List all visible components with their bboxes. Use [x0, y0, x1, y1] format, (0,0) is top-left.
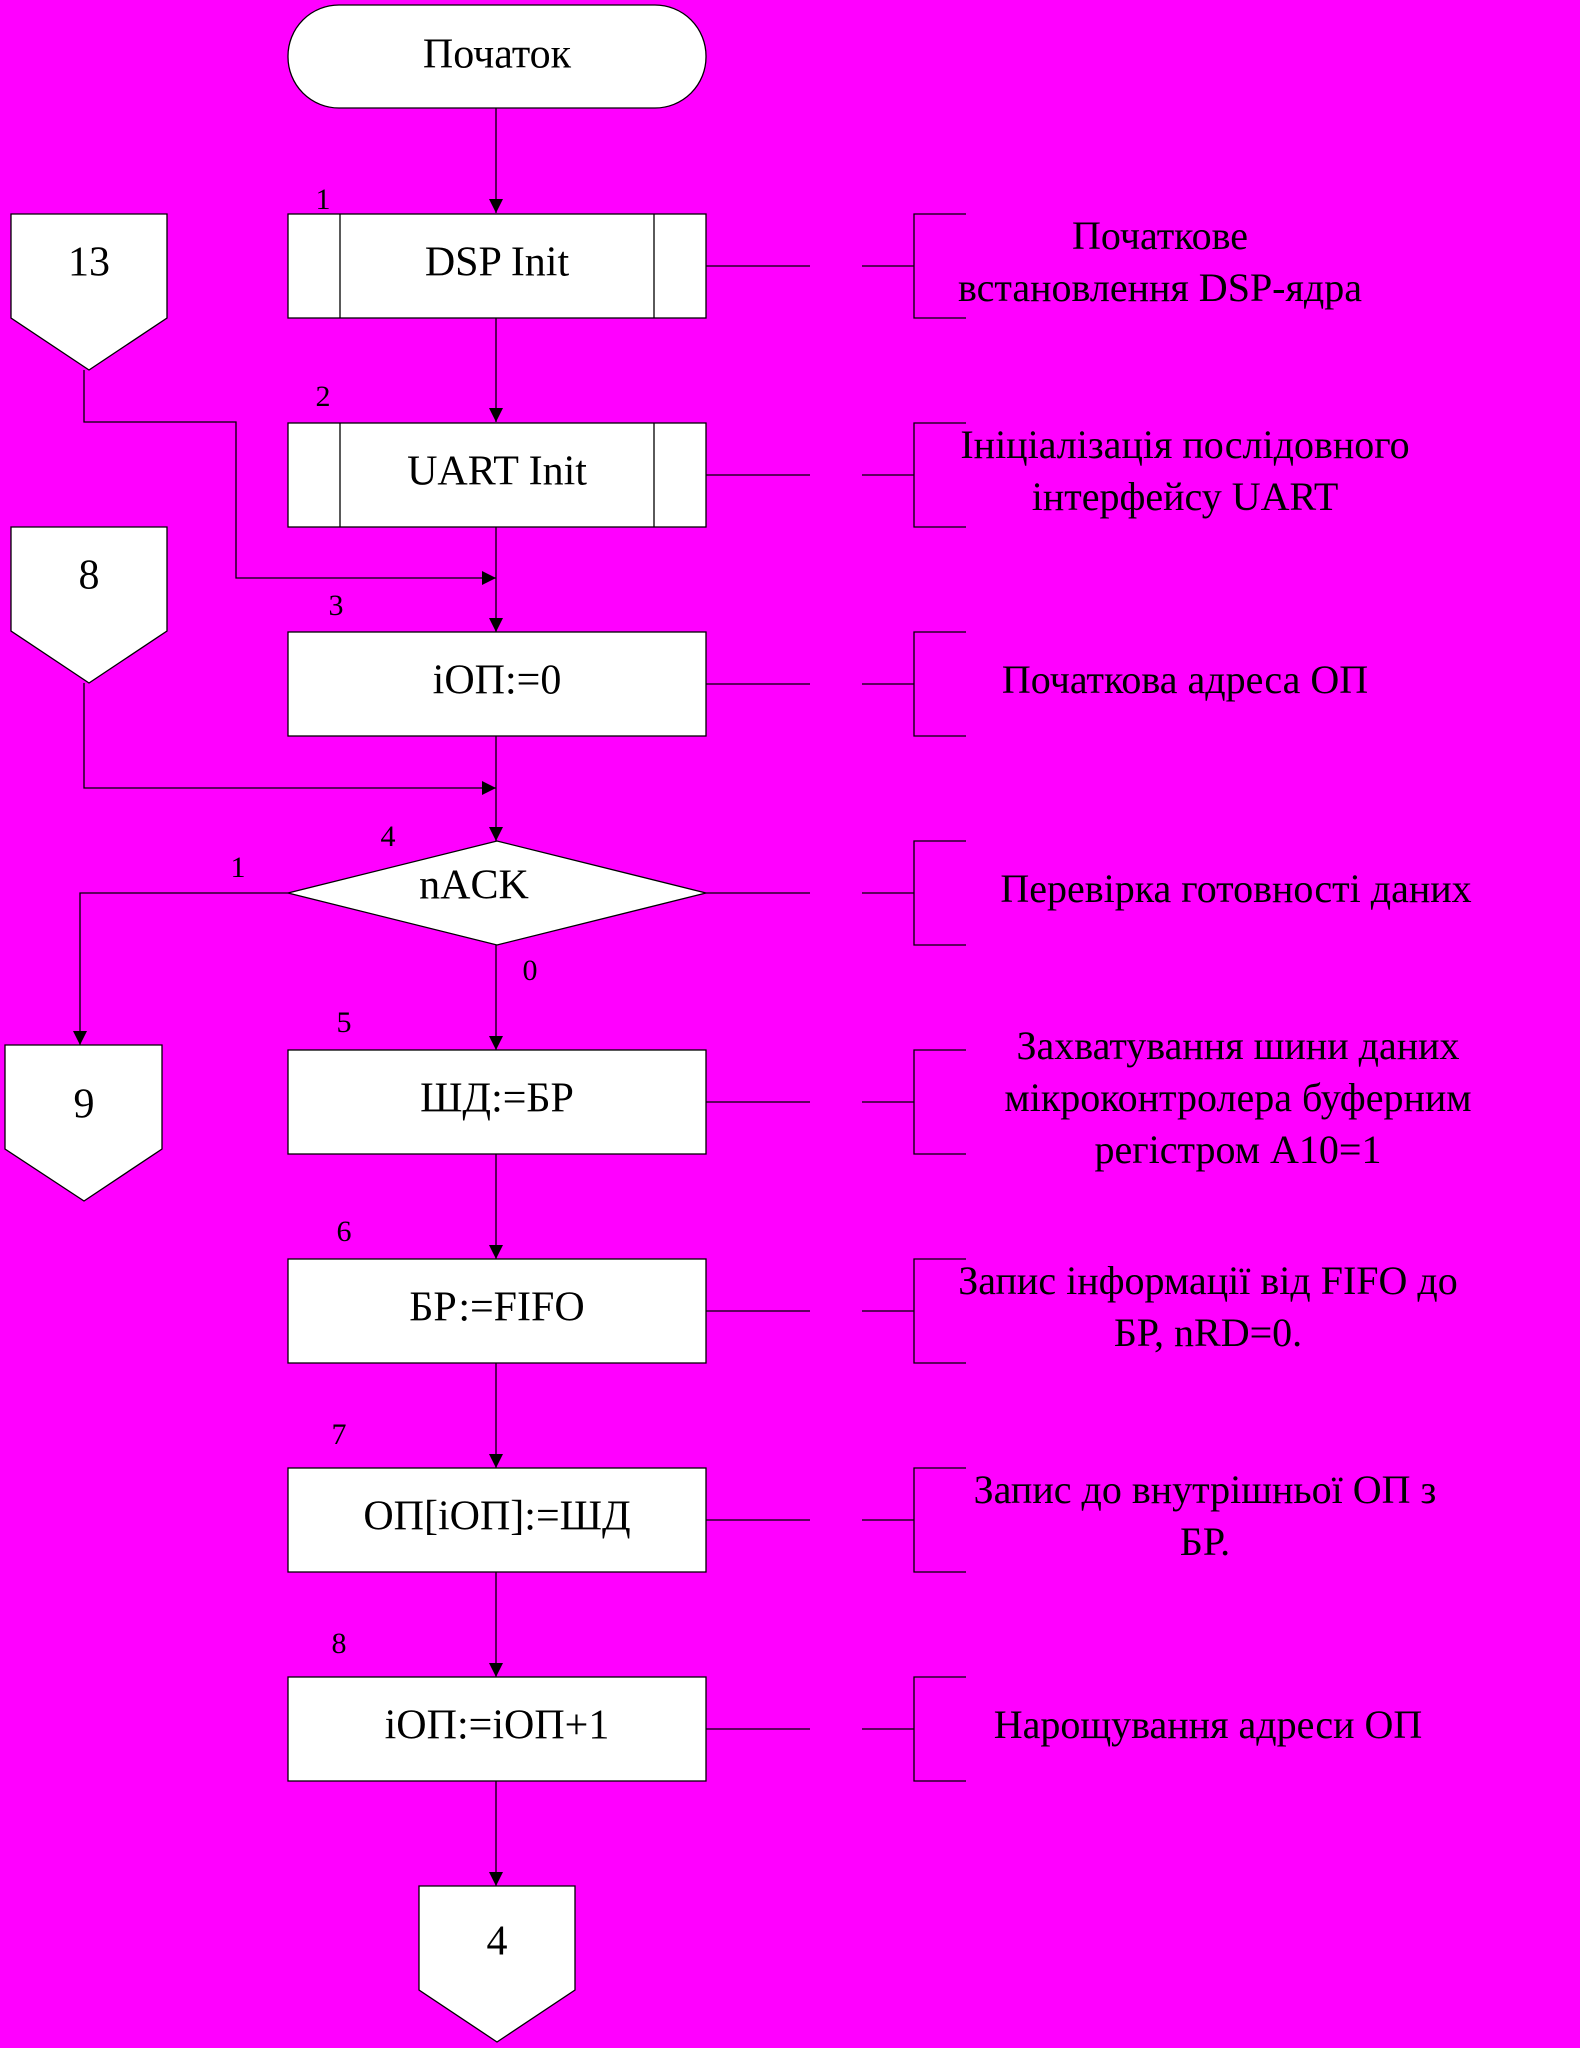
- block-5-bus-capture: [287, 1049, 707, 1155]
- block-3-address-init: [287, 631, 707, 737]
- comment-3-bracket: [706, 631, 966, 737]
- block-1-label: DSP Init: [425, 240, 570, 286]
- block-8-number: 8: [332, 1627, 347, 1660]
- connector-in-13-label: 13: [68, 240, 110, 286]
- block-4-label: nACK: [419, 863, 529, 909]
- block-3-label: iОП:=0: [433, 658, 562, 704]
- block-5-number: 5: [337, 1006, 352, 1039]
- connector-out-4: [418, 1885, 576, 2043]
- block-2-uart-init: [287, 422, 707, 528]
- block-8-label: iОП:=iОП+1: [385, 1703, 610, 1749]
- comment-2-line-1: Ініціалізація послідовного: [960, 422, 1409, 467]
- start-terminator: [287, 4, 707, 109]
- connector-out-4-label: 4: [487, 1919, 508, 1965]
- block-6-number: 6: [337, 1215, 352, 1248]
- connector-out-9: [4, 1044, 163, 1202]
- comment-6-line-1: Запис інформації від FIFO до: [958, 1258, 1458, 1303]
- comment-3-line-1: Початкова адреса ОП: [1002, 657, 1368, 702]
- comment-1-line-1: Початкове: [1072, 213, 1248, 258]
- block-2-number: 2: [316, 380, 331, 413]
- flow-arrow-13-to-3: [83, 370, 496, 585]
- block-7-memory-write: [287, 1467, 707, 1573]
- connector-in-13: [10, 213, 168, 371]
- comment-5-line-2: мікроконтролера буферним: [1004, 1075, 1471, 1120]
- connector-in-8: [10, 526, 168, 684]
- block-2-label: UART Init: [407, 449, 587, 495]
- comment-2-bracket: [706, 422, 966, 528]
- comment-1-line-2: встановлення DSP-ядра: [958, 265, 1362, 310]
- comment-4-line-1: Перевірка готовності даних: [1000, 866, 1471, 911]
- comment-1-bracket: [706, 213, 966, 319]
- branch-yes-label: 1: [231, 851, 246, 884]
- block-6-fifo-read: [287, 1258, 707, 1364]
- comment-8-bracket: [706, 1676, 966, 1782]
- block-7-label: ОП[iОП]:=ШД: [363, 1494, 630, 1540]
- flow-arrow-8-to-4-input: [83, 683, 496, 795]
- comment-2-line-2: інтерфейсу UART: [1032, 474, 1339, 519]
- connector-in-8-label: 8: [79, 553, 100, 599]
- block-5-label: ШД:=БР: [420, 1076, 574, 1122]
- comment-7-line-2: БР.: [1180, 1519, 1230, 1564]
- block-1-number: 1: [316, 183, 331, 216]
- comment-5-bracket: [706, 1049, 966, 1155]
- comment-6-bracket: [706, 1258, 966, 1364]
- comment-5-line-1: Захватування шини даних: [1016, 1023, 1459, 1068]
- block-3-number: 3: [329, 589, 344, 622]
- comment-6-line-2: БР, nRD=0.: [1114, 1310, 1302, 1355]
- block-4-number: 4: [381, 820, 396, 853]
- comment-5-line-3: регістром A10=1: [1095, 1127, 1382, 1172]
- flow-arrow-4-yes-to-9: [73, 892, 288, 1045]
- start-label: Початок: [423, 32, 572, 78]
- block-7-number: 7: [332, 1418, 347, 1451]
- comment-8-line-1: Нарощування адреси ОП: [994, 1702, 1423, 1747]
- comment-7-line-1: Запис до внутрішньої ОП з: [974, 1467, 1437, 1512]
- comment-4-bracket: [706, 840, 966, 946]
- branch-no-label: 0: [523, 954, 538, 987]
- block-8-address-increment: [287, 1676, 707, 1782]
- block-6-label: БР:=FIFO: [409, 1285, 584, 1331]
- comment-7-bracket: [706, 1467, 966, 1573]
- connector-out-9-label: 9: [74, 1082, 95, 1128]
